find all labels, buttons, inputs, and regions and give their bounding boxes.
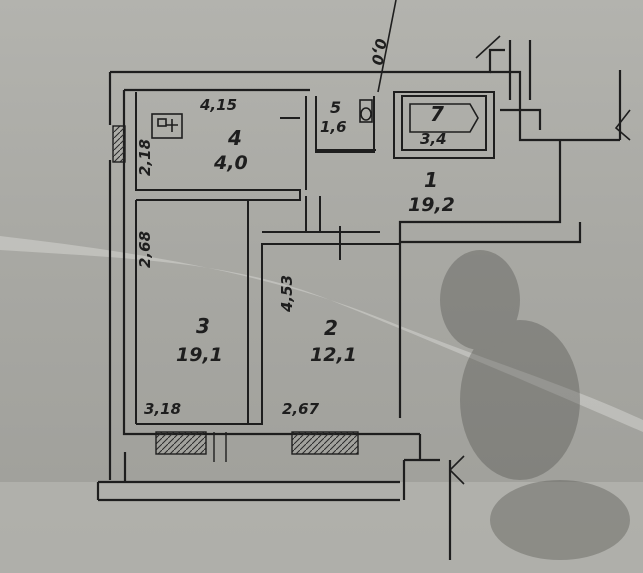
exterior-walls [96, 40, 622, 560]
room-7-number: 7 [430, 102, 444, 126]
room-5-number: 5 [330, 98, 342, 117]
dim-kitchen-height: 2,18 [136, 138, 154, 176]
room-7-area: 3,4 [420, 130, 447, 148]
toilet-fixture [359, 99, 373, 123]
utility-line [377, 0, 631, 485]
bath-fixture [409, 103, 479, 133]
dim-room3-height: 2,68 [136, 230, 154, 268]
room-2-number: 2 [324, 316, 338, 340]
room-3-area: 19,1 [176, 344, 223, 366]
room-2-area: 12,1 [310, 344, 357, 366]
paper-stains [440, 250, 630, 560]
room-4-area: 4,0 [214, 152, 248, 174]
room-3-number: 3 [196, 314, 210, 338]
room-5-area: 1,6 [320, 118, 347, 136]
dim-top-fragment: 0,0 [367, 37, 390, 67]
room-1-number: 1 [424, 168, 438, 192]
dim-top-width: 4,15 [200, 96, 238, 114]
dim-room2-height: 4,53 [278, 274, 296, 312]
windows [112, 125, 359, 462]
dim-room2-width: 2,67 [282, 400, 320, 418]
dim-room3-width: 3,18 [144, 400, 182, 418]
stove-icon [151, 113, 183, 139]
bottom-fold [0, 482, 643, 573]
room-4-number: 4 [228, 126, 242, 150]
interior-walls [135, 91, 495, 425]
room-1-area: 19,2 [408, 194, 455, 216]
